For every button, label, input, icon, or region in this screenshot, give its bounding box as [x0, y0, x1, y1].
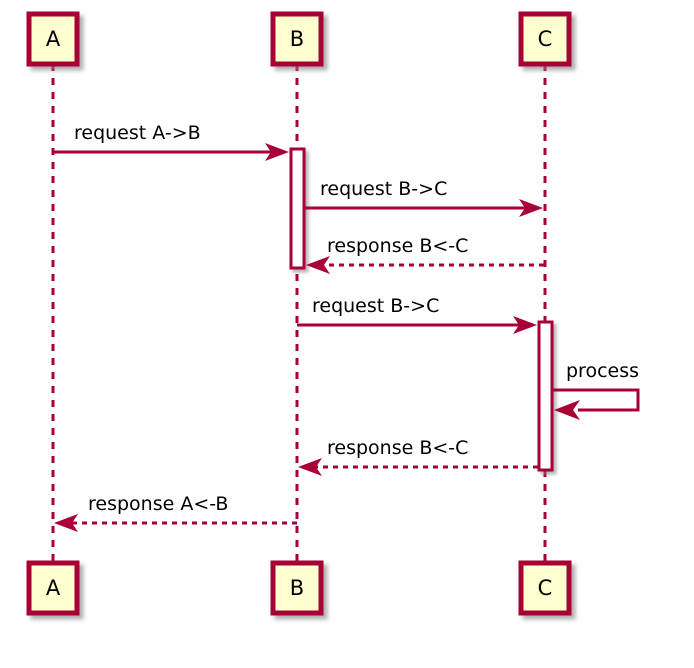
arrowhead-right-icon — [513, 316, 537, 334]
participant-c-bottom[interactable]: C — [518, 560, 572, 616]
participant-box[interactable] — [270, 11, 324, 67]
participant-b-bottom[interactable]: B — [270, 560, 324, 616]
participant-box[interactable] — [26, 11, 80, 67]
participant-box[interactable] — [26, 560, 80, 616]
message-response-a-b: response A<-B — [54, 493, 297, 532]
message-label: request B->C — [320, 178, 447, 200]
participant-a-top[interactable]: A — [26, 11, 80, 67]
activation-bar-b — [289, 147, 306, 270]
message-request-b-c-first: request B->C — [305, 178, 543, 217]
message-label: request A->B — [74, 122, 201, 144]
participant-boxes-top: A B C — [26, 11, 572, 67]
message-request-a-b: request A->B — [53, 122, 289, 161]
message-label: request B->C — [312, 295, 439, 317]
participant-boxes-bottom: A B C — [26, 560, 572, 616]
activation-bar-c — [537, 320, 554, 472]
message-process-self: process — [552, 360, 640, 420]
message-label: response B<-C — [327, 235, 468, 257]
self-message-label: process — [566, 360, 639, 382]
participant-c-top[interactable]: C — [518, 11, 572, 67]
message-request-b-c-second: request B->C — [297, 295, 537, 334]
message-label: response B<-C — [327, 437, 468, 459]
participant-box[interactable] — [518, 11, 572, 67]
arrowhead-left-icon — [306, 256, 330, 274]
activation-bars-group — [289, 147, 554, 472]
self-message-loop-line — [552, 388, 640, 412]
arrowhead-left-icon — [554, 400, 580, 420]
participant-label: C — [538, 27, 553, 51]
participant-box[interactable] — [518, 560, 572, 616]
participant-box[interactable] — [270, 560, 324, 616]
participant-b-top[interactable]: B — [270, 11, 324, 67]
message-response-b-c-first: response B<-C — [306, 235, 544, 274]
arrowhead-right-icon — [519, 199, 543, 217]
participant-a-bottom[interactable]: A — [26, 560, 80, 616]
participant-label: B — [290, 576, 304, 600]
arrowhead-right-icon — [265, 143, 289, 161]
participant-label: A — [46, 27, 61, 51]
participant-label: B — [290, 27, 304, 51]
participant-label: A — [46, 576, 61, 600]
message-response-b-c-second: response B<-C — [298, 437, 538, 476]
arrowhead-left-icon — [298, 458, 322, 476]
arrowhead-left-icon — [54, 514, 78, 532]
message-label: response A<-B — [88, 493, 228, 515]
participant-label: C — [538, 576, 553, 600]
